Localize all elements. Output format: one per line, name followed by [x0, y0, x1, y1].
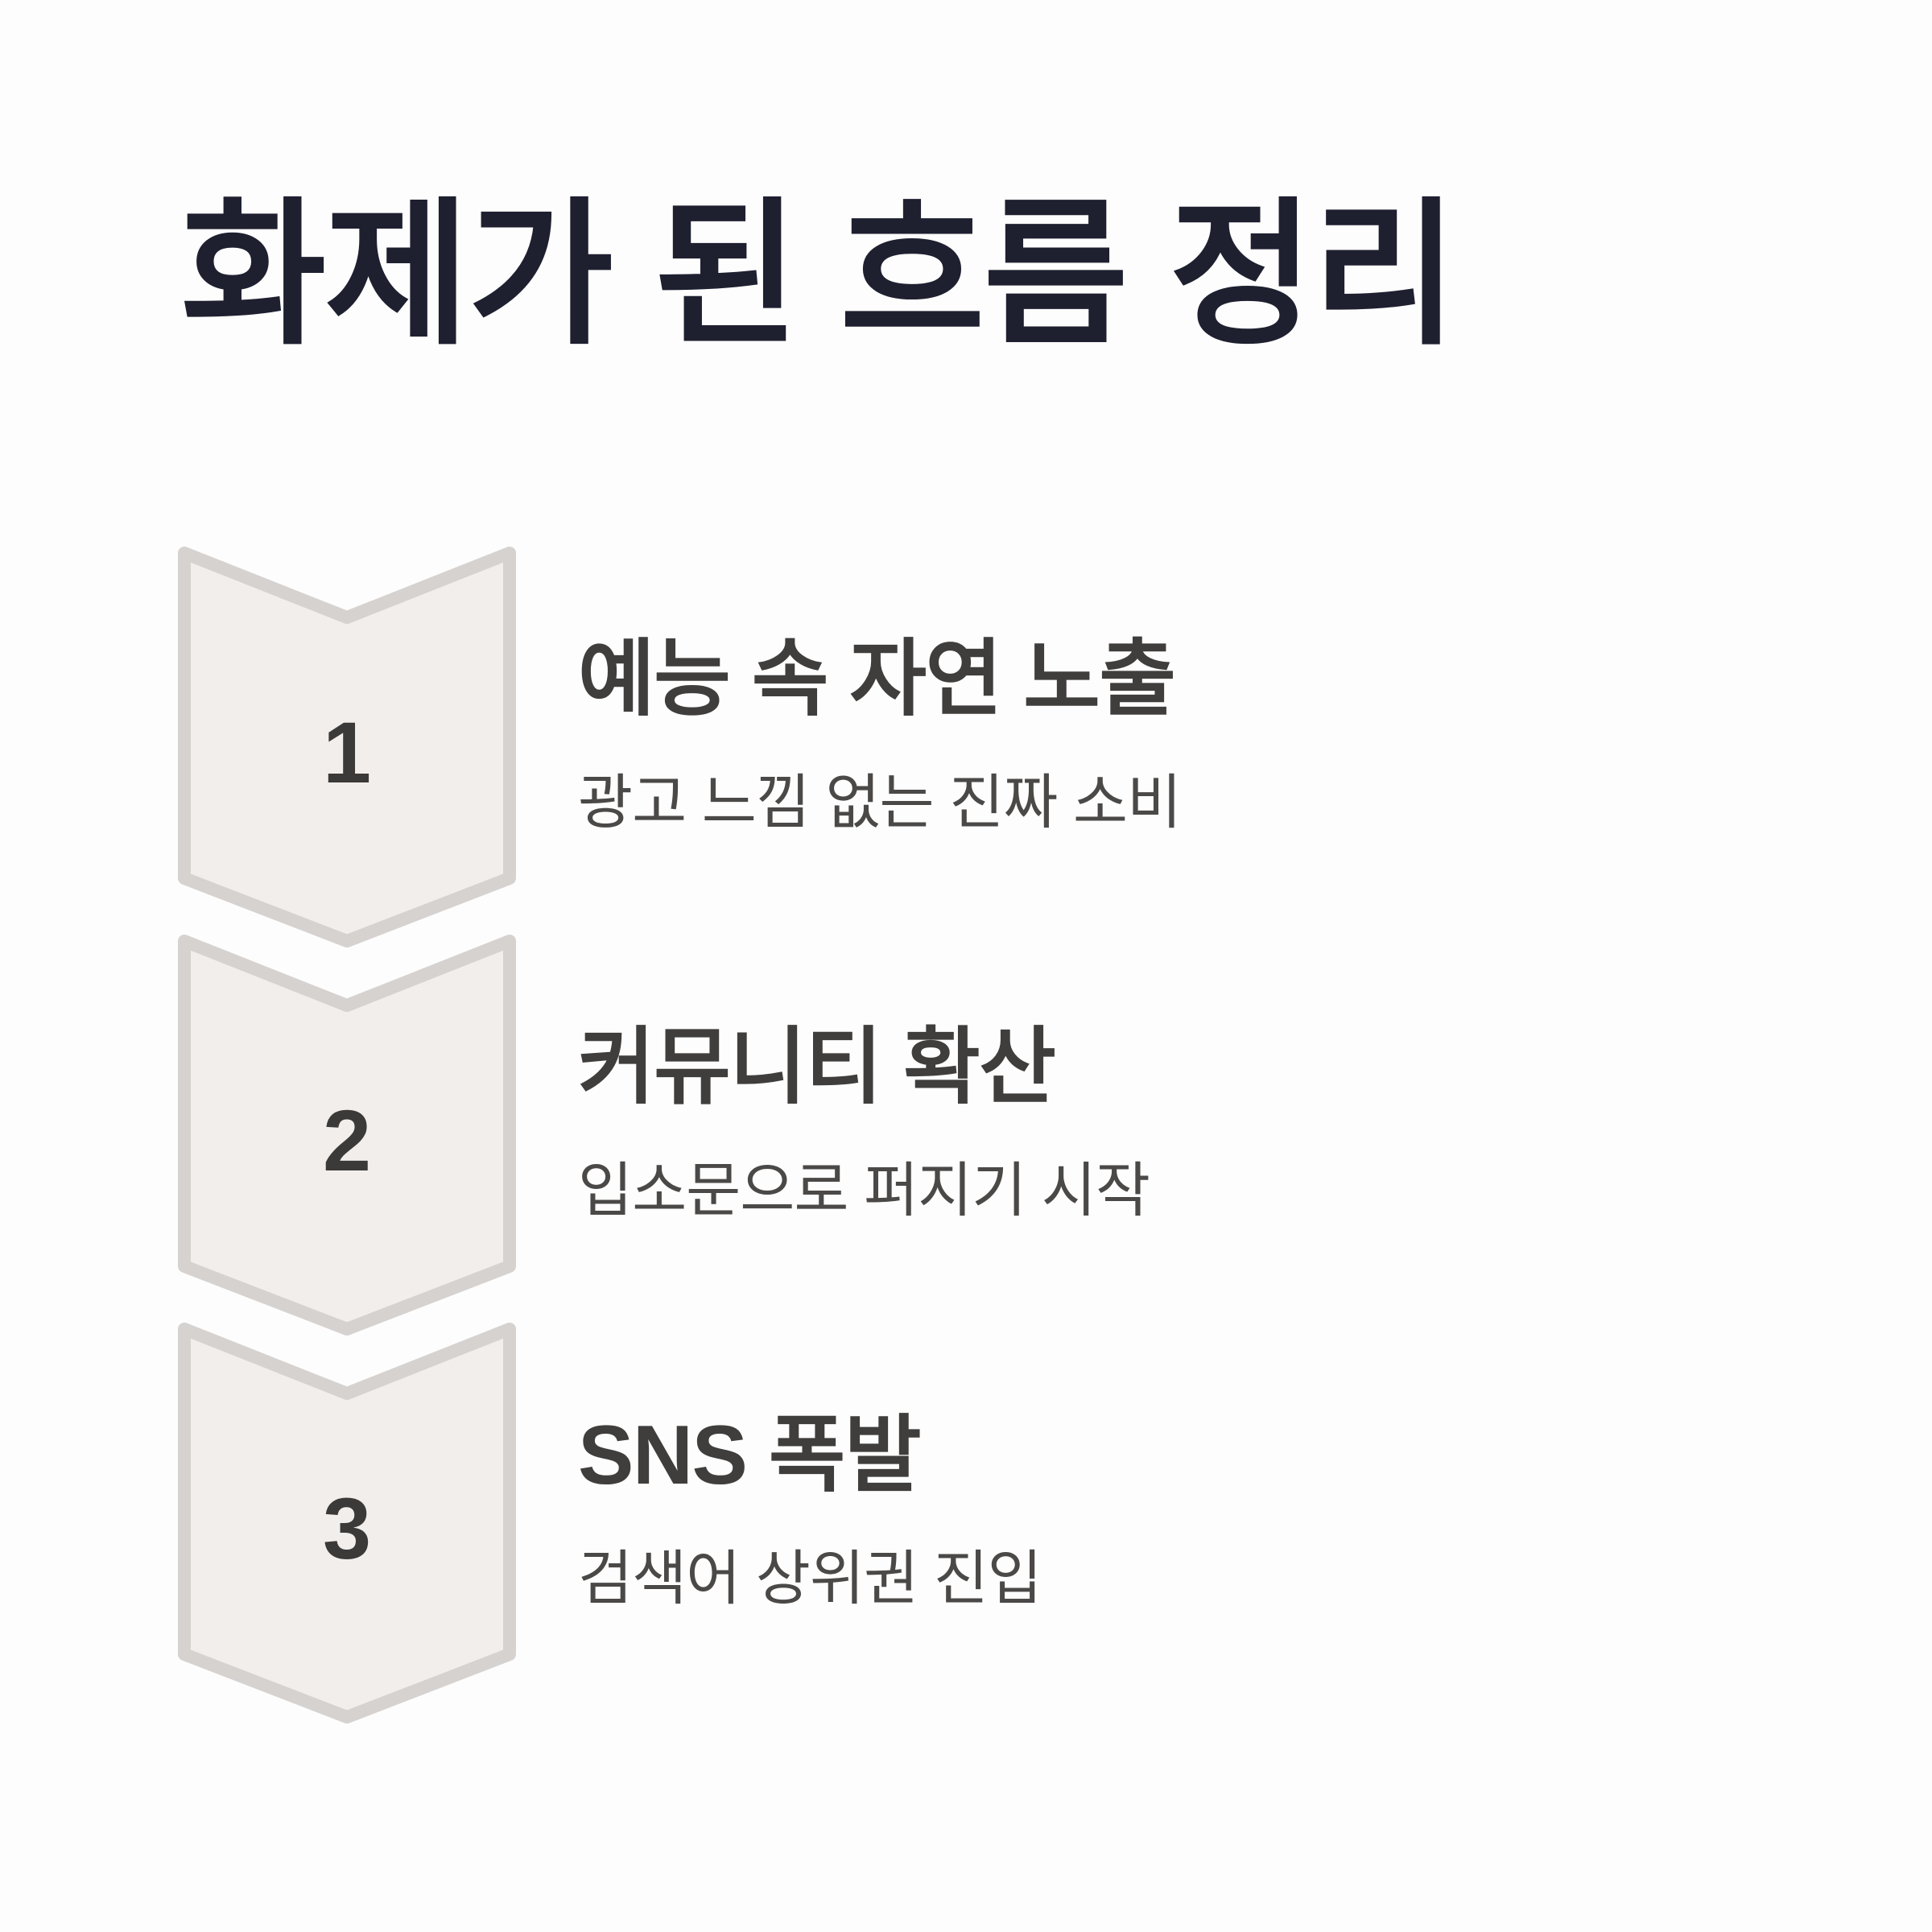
step-badge[interactable]: 1	[175, 544, 518, 950]
step-title: 예능 속 자연 노출	[578, 633, 1176, 727]
step-text-block: 예능 속 자연 노출 광고 느낌 없는 진짜 소비	[578, 544, 1834, 950]
step-row[interactable]: 1 예능 속 자연 노출 광고 느낌 없는 진짜 소비	[0, 544, 1932, 947]
chevron-banner-icon	[178, 935, 516, 1335]
step-row[interactable]: 3 SNS 폭발 검색어 상위권 진입	[0, 1320, 1932, 1724]
chevron-banner-icon	[178, 547, 516, 947]
chevron-banner-icon	[178, 1323, 516, 1724]
step-title: 커뮤니티 확산	[578, 1021, 1056, 1115]
step-text-block: SNS 폭발 검색어 상위권 진입	[578, 1320, 1834, 1726]
step-text-block: 커뮤니티 확산 입소문으로 퍼지기 시작	[578, 932, 1834, 1338]
page-title: 화제가 된 흐름 정리	[181, 187, 1458, 363]
step-badge[interactable]: 3	[175, 1320, 518, 1726]
step-subtitle: 광고 느낌 없는 진짜 소비	[578, 769, 1182, 836]
step-title: SNS 폭발	[578, 1409, 922, 1503]
step-badge[interactable]: 2	[175, 932, 518, 1338]
step-subtitle: 입소문으로 퍼지기 시작	[578, 1157, 1150, 1224]
step-subtitle: 검색어 상위권 진입	[578, 1545, 1042, 1612]
step-row[interactable]: 2 커뮤니티 확산 입소문으로 퍼지기 시작	[0, 932, 1932, 1335]
step-list: 1 예능 속 자연 노출 광고 느낌 없는 진짜 소비 2 커뮤니티 확산 입소…	[0, 544, 1932, 1724]
